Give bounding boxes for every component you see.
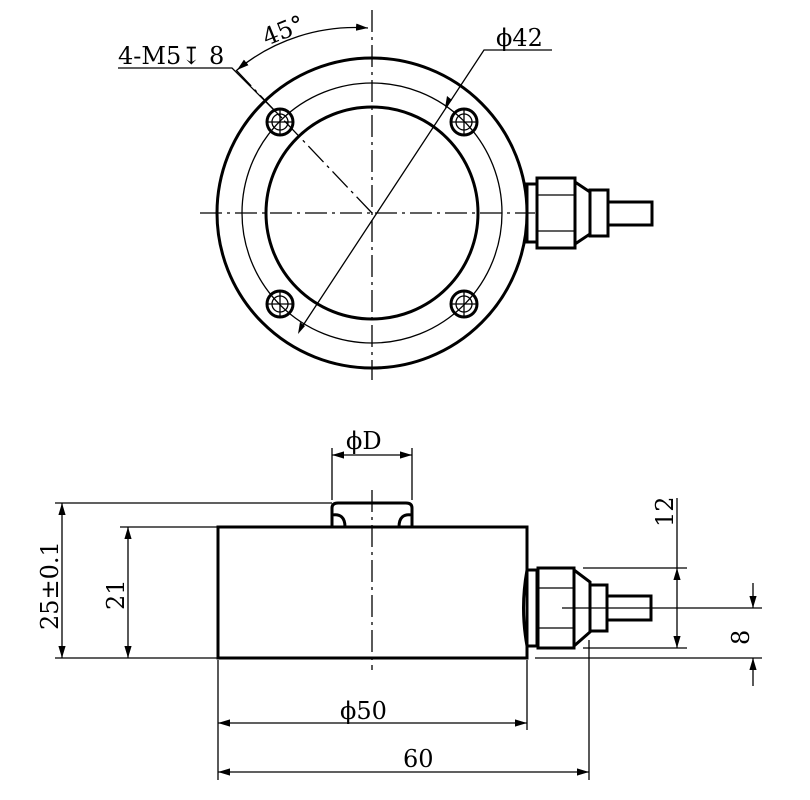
- bolt-holes: [265, 107, 479, 319]
- connector-side: [522, 566, 762, 650]
- pad-diameter-label: ϕD: [346, 427, 382, 455]
- bolt-circle-label: ϕ42: [496, 24, 543, 52]
- diagonal-centerline: [235, 69, 373, 214]
- connector-height-label: 12: [651, 496, 679, 527]
- top-view: 45° 4-M5↧ 8 ϕ42: [118, 10, 654, 380]
- connector-top: [525, 176, 654, 250]
- body-diameter-label: ϕ50: [340, 697, 387, 725]
- bolt-circle-leader: [299, 49, 552, 331]
- connector-offset-label: 8: [727, 630, 755, 645]
- body-height-label: 21: [102, 579, 130, 610]
- side-view: 25±0.1 21 ϕD ϕ50 60 12 8: [36, 427, 762, 780]
- angle-dimension-arc: [236, 23, 369, 71]
- total-height-label: 25±0.1: [36, 541, 64, 630]
- thread-leader: [118, 67, 283, 119]
- angle-label: 45°: [258, 10, 308, 52]
- overall-width-label: 60: [403, 745, 434, 773]
- thread-label: 4-M5↧ 8: [118, 42, 224, 70]
